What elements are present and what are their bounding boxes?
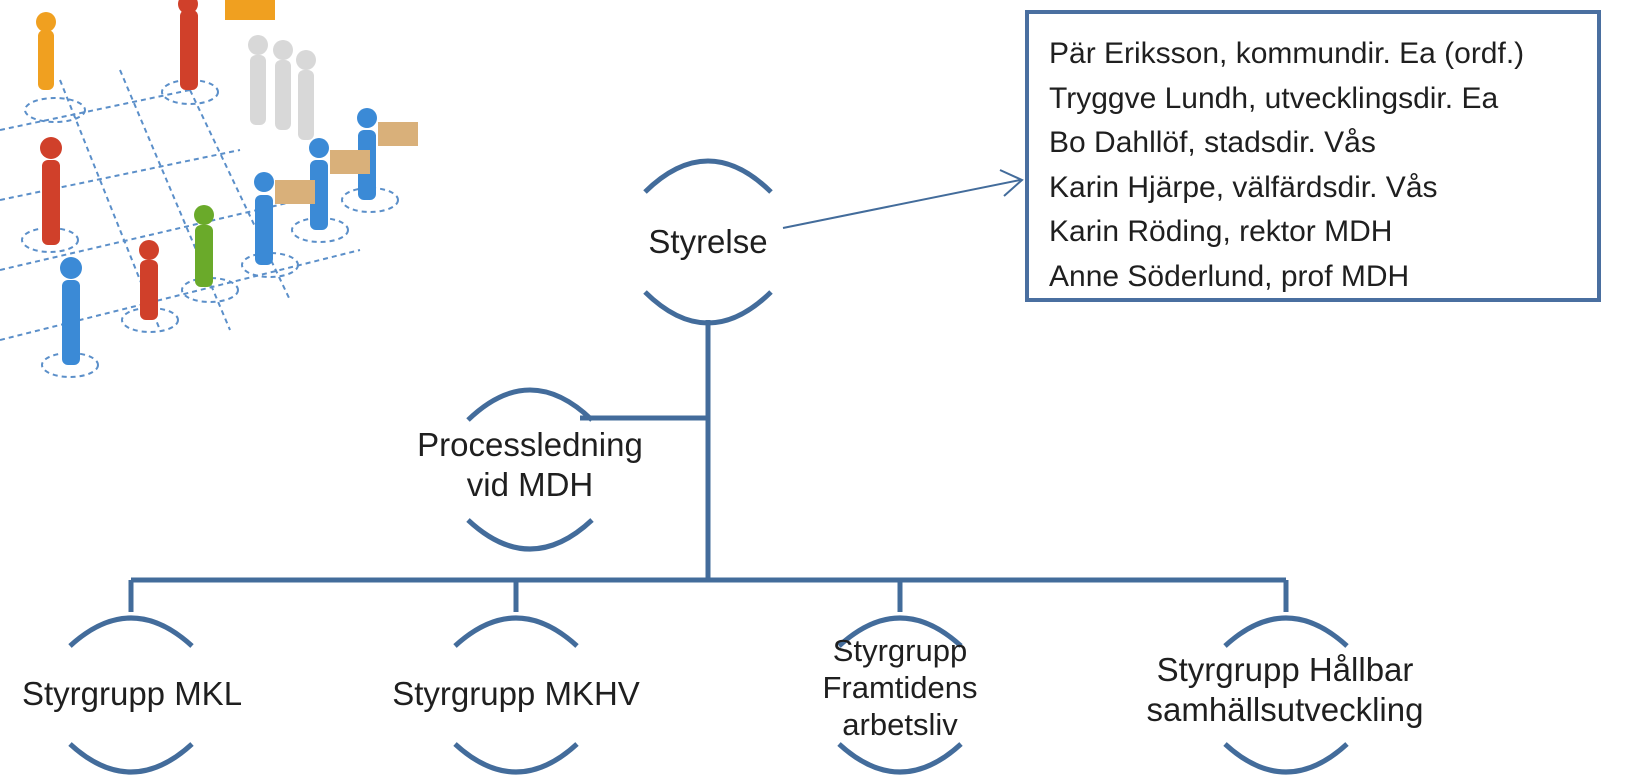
steering-group-hallbar-label: Styrgrupp Hållbar samhällsutveckling <box>1146 651 1424 728</box>
board-member-line: Tryggve Lundh, utvecklingsdir. Ea <box>1049 81 1499 115</box>
steering-group-mkhv-label: Styrgrupp MKHV <box>392 675 640 712</box>
people-network-illustration <box>0 0 418 378</box>
board-member-line: Karin Röding, rektor MDH <box>1049 215 1393 248</box>
steering-group-mkl-label: Styrgrupp MKL <box>21 675 243 712</box>
arrow-line <box>782 179 1021 229</box>
process-lead-node-label: Processledning vid MDH <box>417 426 643 503</box>
connector-lines <box>128 320 1289 612</box>
board-node-label: Styrelse <box>648 223 768 260</box>
group-node-arcs <box>68 615 1349 775</box>
process-node-arcs <box>466 387 594 552</box>
board-members-box: Pär Eriksson, kommundir. Ea (ordf.) Tryg… <box>1025 10 1601 302</box>
arrow-to-members <box>782 169 1024 229</box>
board-member-line: Karin Hjärpe, välfärdsdir. Vås <box>1049 170 1438 204</box>
steering-group-framtidens-label: Styrgrupp Framtidens arbetsliv <box>822 633 978 743</box>
arrow-head-icon <box>999 169 1024 197</box>
board-node-arcs <box>643 158 773 326</box>
board-member-line: Bo Dahllöf, stadsdir. Vås <box>1049 126 1376 159</box>
board-member-line: Pär Eriksson, kommundir. Ea (ordf.) <box>1049 37 1525 70</box>
board-member-line: Anne Söderlund, prof MDH <box>1049 259 1410 293</box>
